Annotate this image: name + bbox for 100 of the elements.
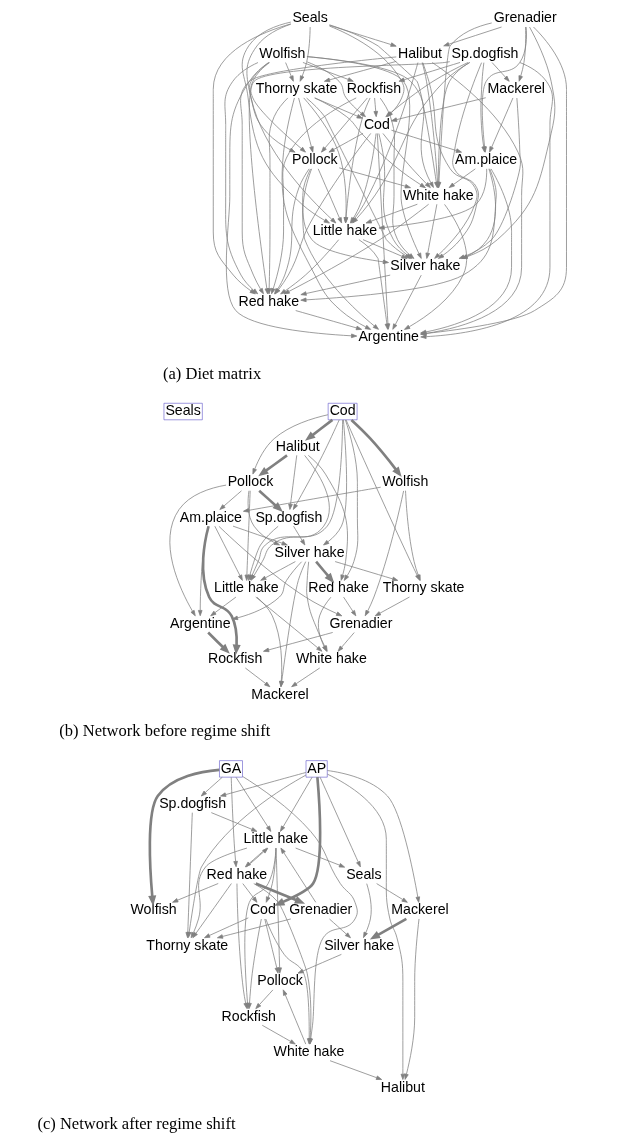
- arrow: [294, 847, 345, 868]
- arrow: [263, 918, 279, 974]
- arrow: [326, 770, 420, 903]
- arrow: [369, 917, 407, 940]
- arrow: [200, 776, 223, 797]
- node-text: Grenadier: [493, 9, 557, 26]
- arrow: [328, 918, 351, 939]
- label: (c) Network after regime shift: [36, 1113, 236, 1133]
- node-text: Pollock: [227, 473, 273, 490]
- arrow: [419, 168, 512, 335]
- node-text: Halibut: [380, 1078, 425, 1095]
- node-text: Pollock: [291, 151, 338, 168]
- node-text: Argentine: [169, 614, 231, 631]
- arrow: [224, 62, 258, 295]
- arrow: [373, 97, 378, 118]
- node-text: Thorny skate: [255, 80, 337, 97]
- arrow: [419, 62, 553, 339]
- arrow: [461, 168, 496, 259]
- node-text: Rockfish: [221, 1007, 276, 1024]
- arrow: [328, 132, 363, 153]
- arrow: [375, 883, 408, 903]
- node-text: White hake: [273, 1043, 344, 1060]
- arrow: [350, 419, 402, 477]
- arrow: [254, 989, 273, 1010]
- label: (a) Diet matrix: [162, 363, 261, 383]
- arrow: [252, 414, 328, 475]
- arrow: [254, 596, 322, 652]
- node-text: Cod: [249, 901, 276, 918]
- arrow: [275, 847, 282, 974]
- node-text: Rockfish: [346, 80, 401, 97]
- node-box: Seals: [163, 402, 203, 421]
- arrow: [425, 203, 437, 259]
- node-text: Red hake: [307, 579, 369, 596]
- arrow: [210, 812, 257, 832]
- node-text: Mackerel: [487, 80, 545, 97]
- node-text: Red hake: [206, 865, 267, 882]
- arrow: [235, 776, 271, 832]
- arrow: [481, 26, 527, 153]
- arrow: [334, 561, 398, 582]
- arrow: [279, 239, 339, 295]
- arrow: [419, 62, 523, 336]
- node-box: GA: [218, 760, 243, 778]
- arrow: [480, 62, 486, 153]
- node-text: Thorny skate: [145, 936, 228, 953]
- node-text: Cod: [363, 115, 390, 132]
- arrow: [282, 989, 306, 1045]
- node-text: Pollock: [256, 972, 303, 989]
- node-text: White hake: [402, 186, 474, 203]
- arrow: [259, 561, 296, 581]
- arrow: [442, 26, 502, 47]
- arrow: [306, 56, 434, 188]
- node-text: Sp.dogfish: [158, 795, 226, 811]
- arrow: [300, 274, 391, 296]
- node-text: Red hake: [237, 292, 299, 309]
- arrow: [232, 525, 288, 546]
- arrow: [169, 484, 226, 617]
- arrow: [518, 26, 526, 82]
- node-text: Little hake: [243, 830, 308, 847]
- arrow: [287, 454, 297, 510]
- arrow: [319, 776, 361, 868]
- node-text: Silver hake: [274, 543, 345, 560]
- node-text: Little hake: [213, 579, 279, 596]
- arrow: [283, 203, 429, 295]
- arrow: [147, 768, 219, 906]
- node-text: Grenadier: [328, 614, 392, 631]
- arrow: [317, 168, 342, 224]
- arrow: [279, 776, 312, 832]
- arrow: [403, 918, 419, 1080]
- arrow: [313, 97, 363, 119]
- node-box: Cod: [327, 402, 357, 421]
- node-text: Mackerel: [390, 901, 449, 918]
- arrow: [337, 632, 355, 652]
- node-text: Thorny skate: [382, 579, 464, 596]
- node-text: Seals: [291, 9, 328, 26]
- arrow: [320, 97, 368, 153]
- arrow: [374, 596, 410, 617]
- arrow: [244, 667, 270, 688]
- node-text: Silver hake: [323, 936, 394, 953]
- arrow: [365, 203, 418, 224]
- arrow: [261, 1024, 296, 1045]
- arrow: [299, 26, 311, 82]
- arrow: [281, 97, 371, 330]
- arrow: [461, 26, 555, 259]
- arrow: [244, 490, 251, 581]
- arrow: [273, 777, 321, 906]
- arrow: [290, 667, 320, 688]
- arrow: [329, 1060, 382, 1080]
- node-text: Wolfish: [130, 901, 177, 918]
- node-text: Am.plaice: [454, 151, 517, 168]
- arrow: [342, 596, 356, 617]
- node-text: Little hake: [312, 222, 377, 239]
- arrow: [241, 21, 330, 224]
- node-box: AP: [305, 760, 328, 778]
- arrow: [419, 26, 567, 336]
- node-text: Halibut: [397, 44, 442, 61]
- node-text: Sp.dogfish: [254, 508, 322, 525]
- arrow: [218, 490, 242, 510]
- node-text: Sp.dogfish: [451, 44, 518, 61]
- arrow: [314, 560, 334, 584]
- arrow: [390, 97, 486, 122]
